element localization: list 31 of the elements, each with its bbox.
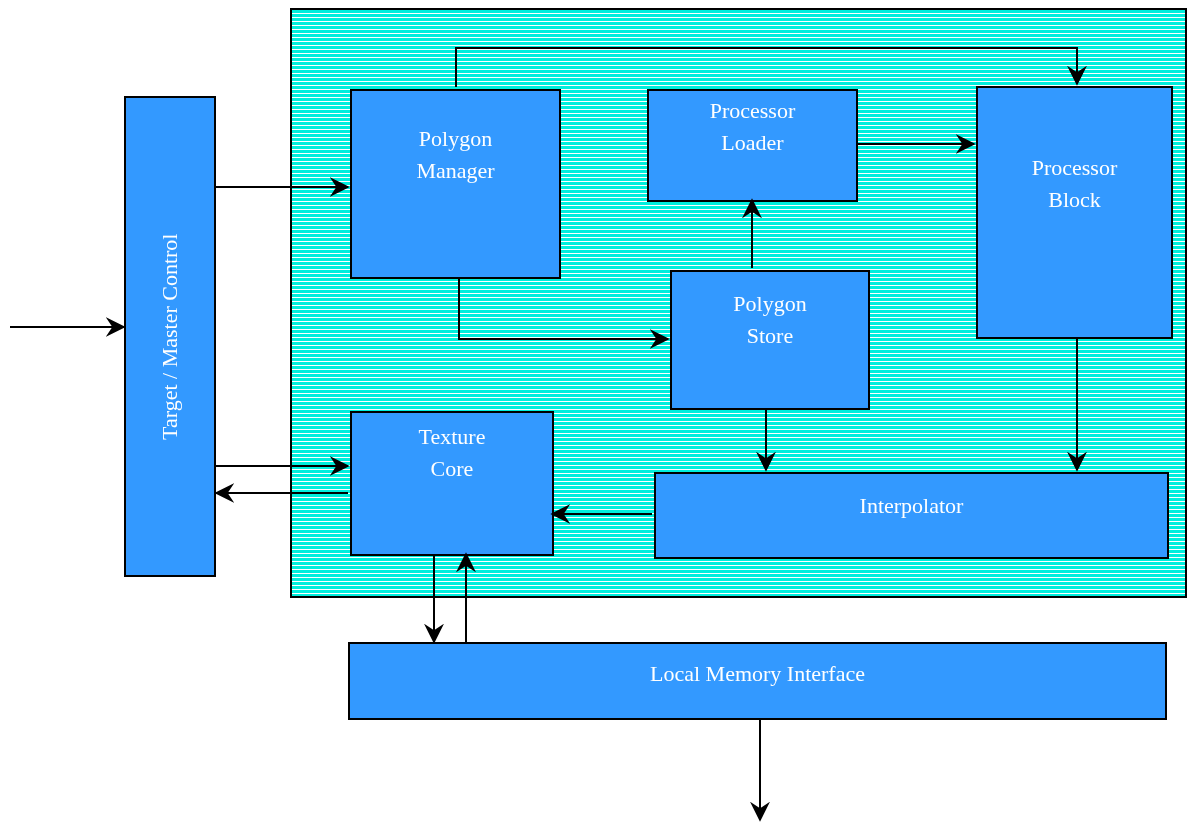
arrow (9, 317, 126, 337)
arrow (456, 552, 476, 643)
arrow (214, 483, 349, 503)
board-panel (290, 8, 1187, 598)
arrow (550, 504, 653, 524)
arrow (855, 134, 976, 154)
block-label: Polygon Manager (415, 125, 496, 185)
arrow (424, 553, 444, 644)
block-box (647, 89, 858, 202)
arrow (742, 198, 762, 269)
block-label: Polygon Store (732, 290, 808, 350)
arrow (458, 276, 670, 349)
block-box (348, 642, 1167, 720)
block-label: Local Memory Interface (649, 660, 866, 688)
block-label: Interpolator (858, 492, 965, 520)
block-box (976, 86, 1173, 339)
block-label: Texture Core (417, 423, 487, 483)
block-label: Processor Loader (708, 97, 797, 157)
block-box (350, 89, 561, 279)
arrow (455, 47, 1087, 88)
block-box (124, 96, 216, 577)
arrow (1067, 336, 1087, 472)
arrow (215, 456, 350, 476)
block-label: Target / Master Control (156, 233, 184, 440)
block-label: Processor Block (1030, 154, 1119, 214)
block-box (670, 270, 870, 410)
arrow (750, 719, 770, 822)
arrow (756, 407, 776, 472)
arrow (215, 177, 350, 197)
block-box (654, 472, 1169, 559)
block-box (350, 411, 554, 556)
